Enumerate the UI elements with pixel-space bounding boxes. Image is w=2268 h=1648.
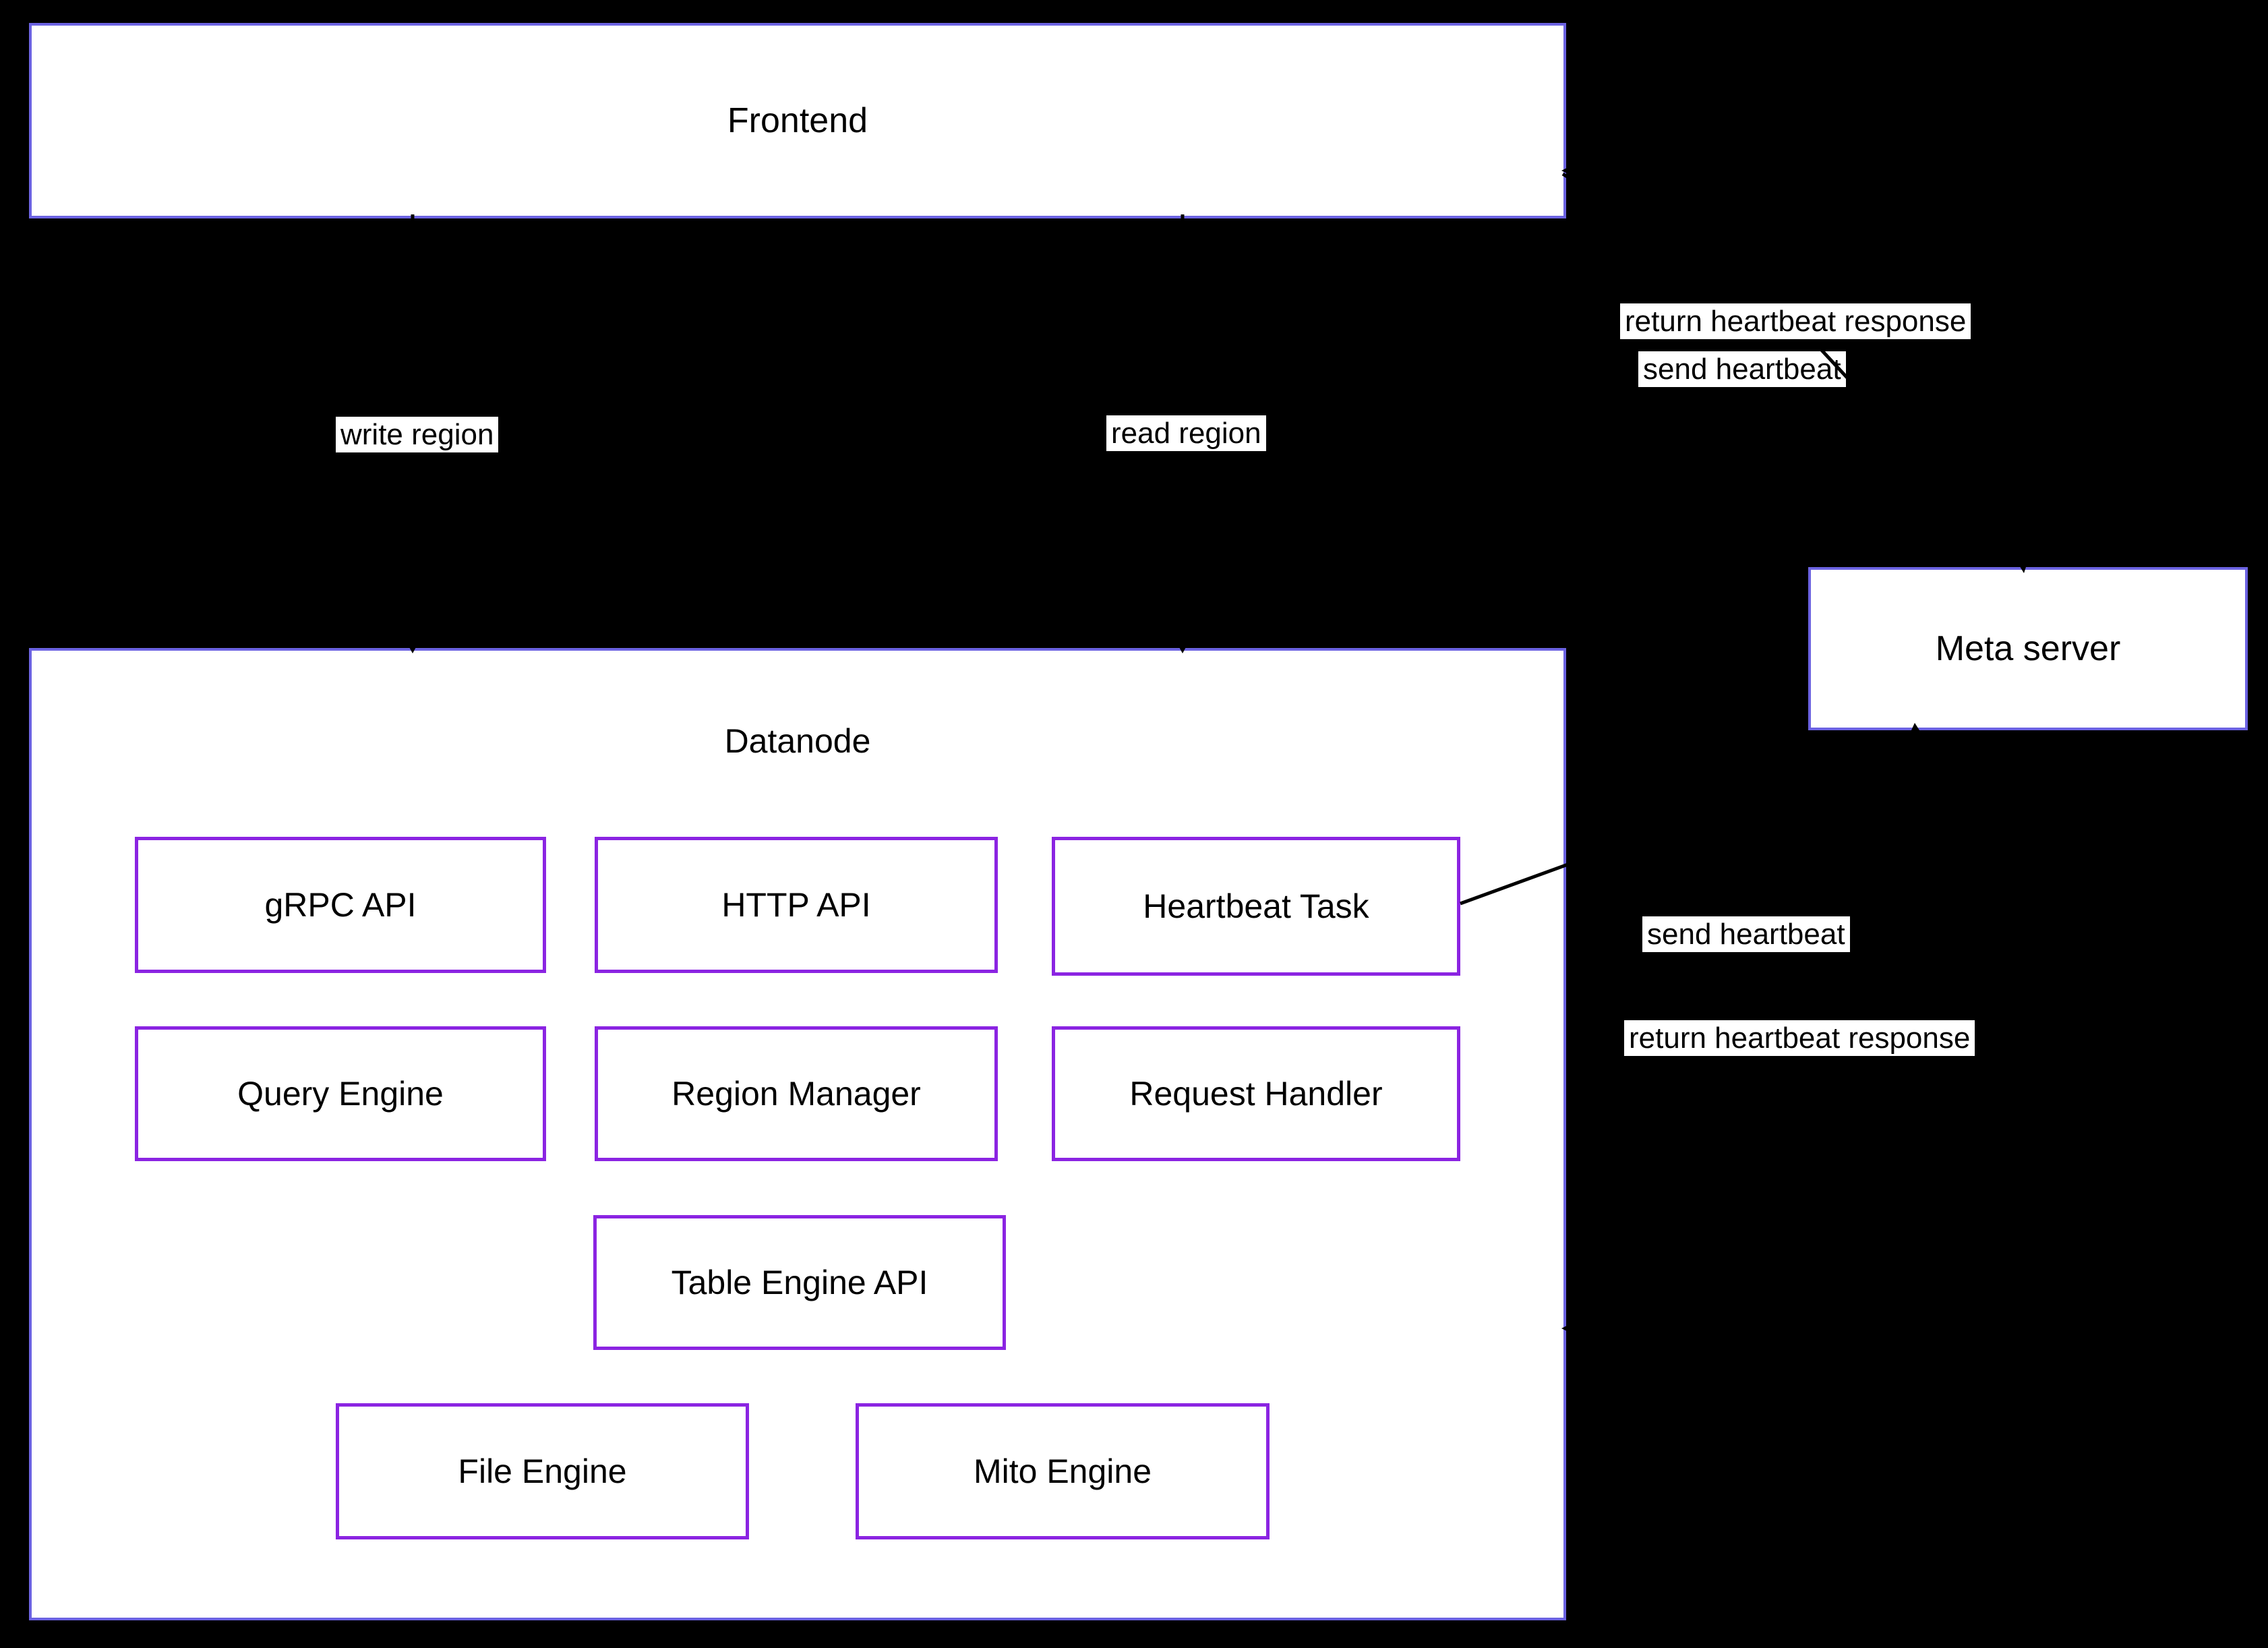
edge-label-send-heartbeat-top: send heartbeat xyxy=(1638,351,1846,388)
meta-server-cluster: Meta server xyxy=(1808,567,2248,730)
edge-label-write-region: write region xyxy=(336,417,499,453)
table-engine-api-box: Table Engine API xyxy=(593,1215,1006,1350)
heartbeat-task-label: Heartbeat Task xyxy=(1143,887,1369,925)
http-api-box: HTTP API xyxy=(595,837,998,973)
grpc-api-box: gRPC API xyxy=(135,837,546,973)
http-api-label: HTTP API xyxy=(721,886,871,924)
datanode-cluster-label: Datanode xyxy=(724,722,871,760)
mito-engine-box: Mito Engine xyxy=(856,1403,1270,1539)
query-engine-box: Query Engine xyxy=(135,1026,546,1161)
query-engine-label: Query Engine xyxy=(237,1075,444,1113)
edge-label-read-region: read region xyxy=(1106,415,1266,452)
edge-label-return-heartbeat-mid: return heartbeat response xyxy=(1624,1020,1975,1057)
file-engine-label: File Engine xyxy=(458,1452,627,1490)
region-manager-label: Region Manager xyxy=(672,1075,921,1113)
table-engine-api-label: Table Engine API xyxy=(671,1264,928,1301)
meta-server-cluster-label: Meta server xyxy=(1935,629,2121,668)
request-handler-label: Request Handler xyxy=(1129,1075,1383,1113)
frontend-cluster-label: Frontend xyxy=(727,101,868,140)
heartbeat-task-box: Heartbeat Task xyxy=(1052,837,1460,976)
edge-label-send-heartbeat-mid: send heartbeat xyxy=(1642,916,1850,953)
grpc-api-label: gRPC API xyxy=(264,886,417,924)
edge-label-return-heartbeat-top: return heartbeat response xyxy=(1620,303,1971,340)
mito-engine-label: Mito Engine xyxy=(973,1452,1152,1490)
region-manager-box: Region Manager xyxy=(595,1026,998,1161)
file-engine-box: File Engine xyxy=(336,1403,749,1539)
request-handler-box: Request Handler xyxy=(1052,1026,1460,1161)
frontend-cluster: Frontend xyxy=(29,23,1566,218)
